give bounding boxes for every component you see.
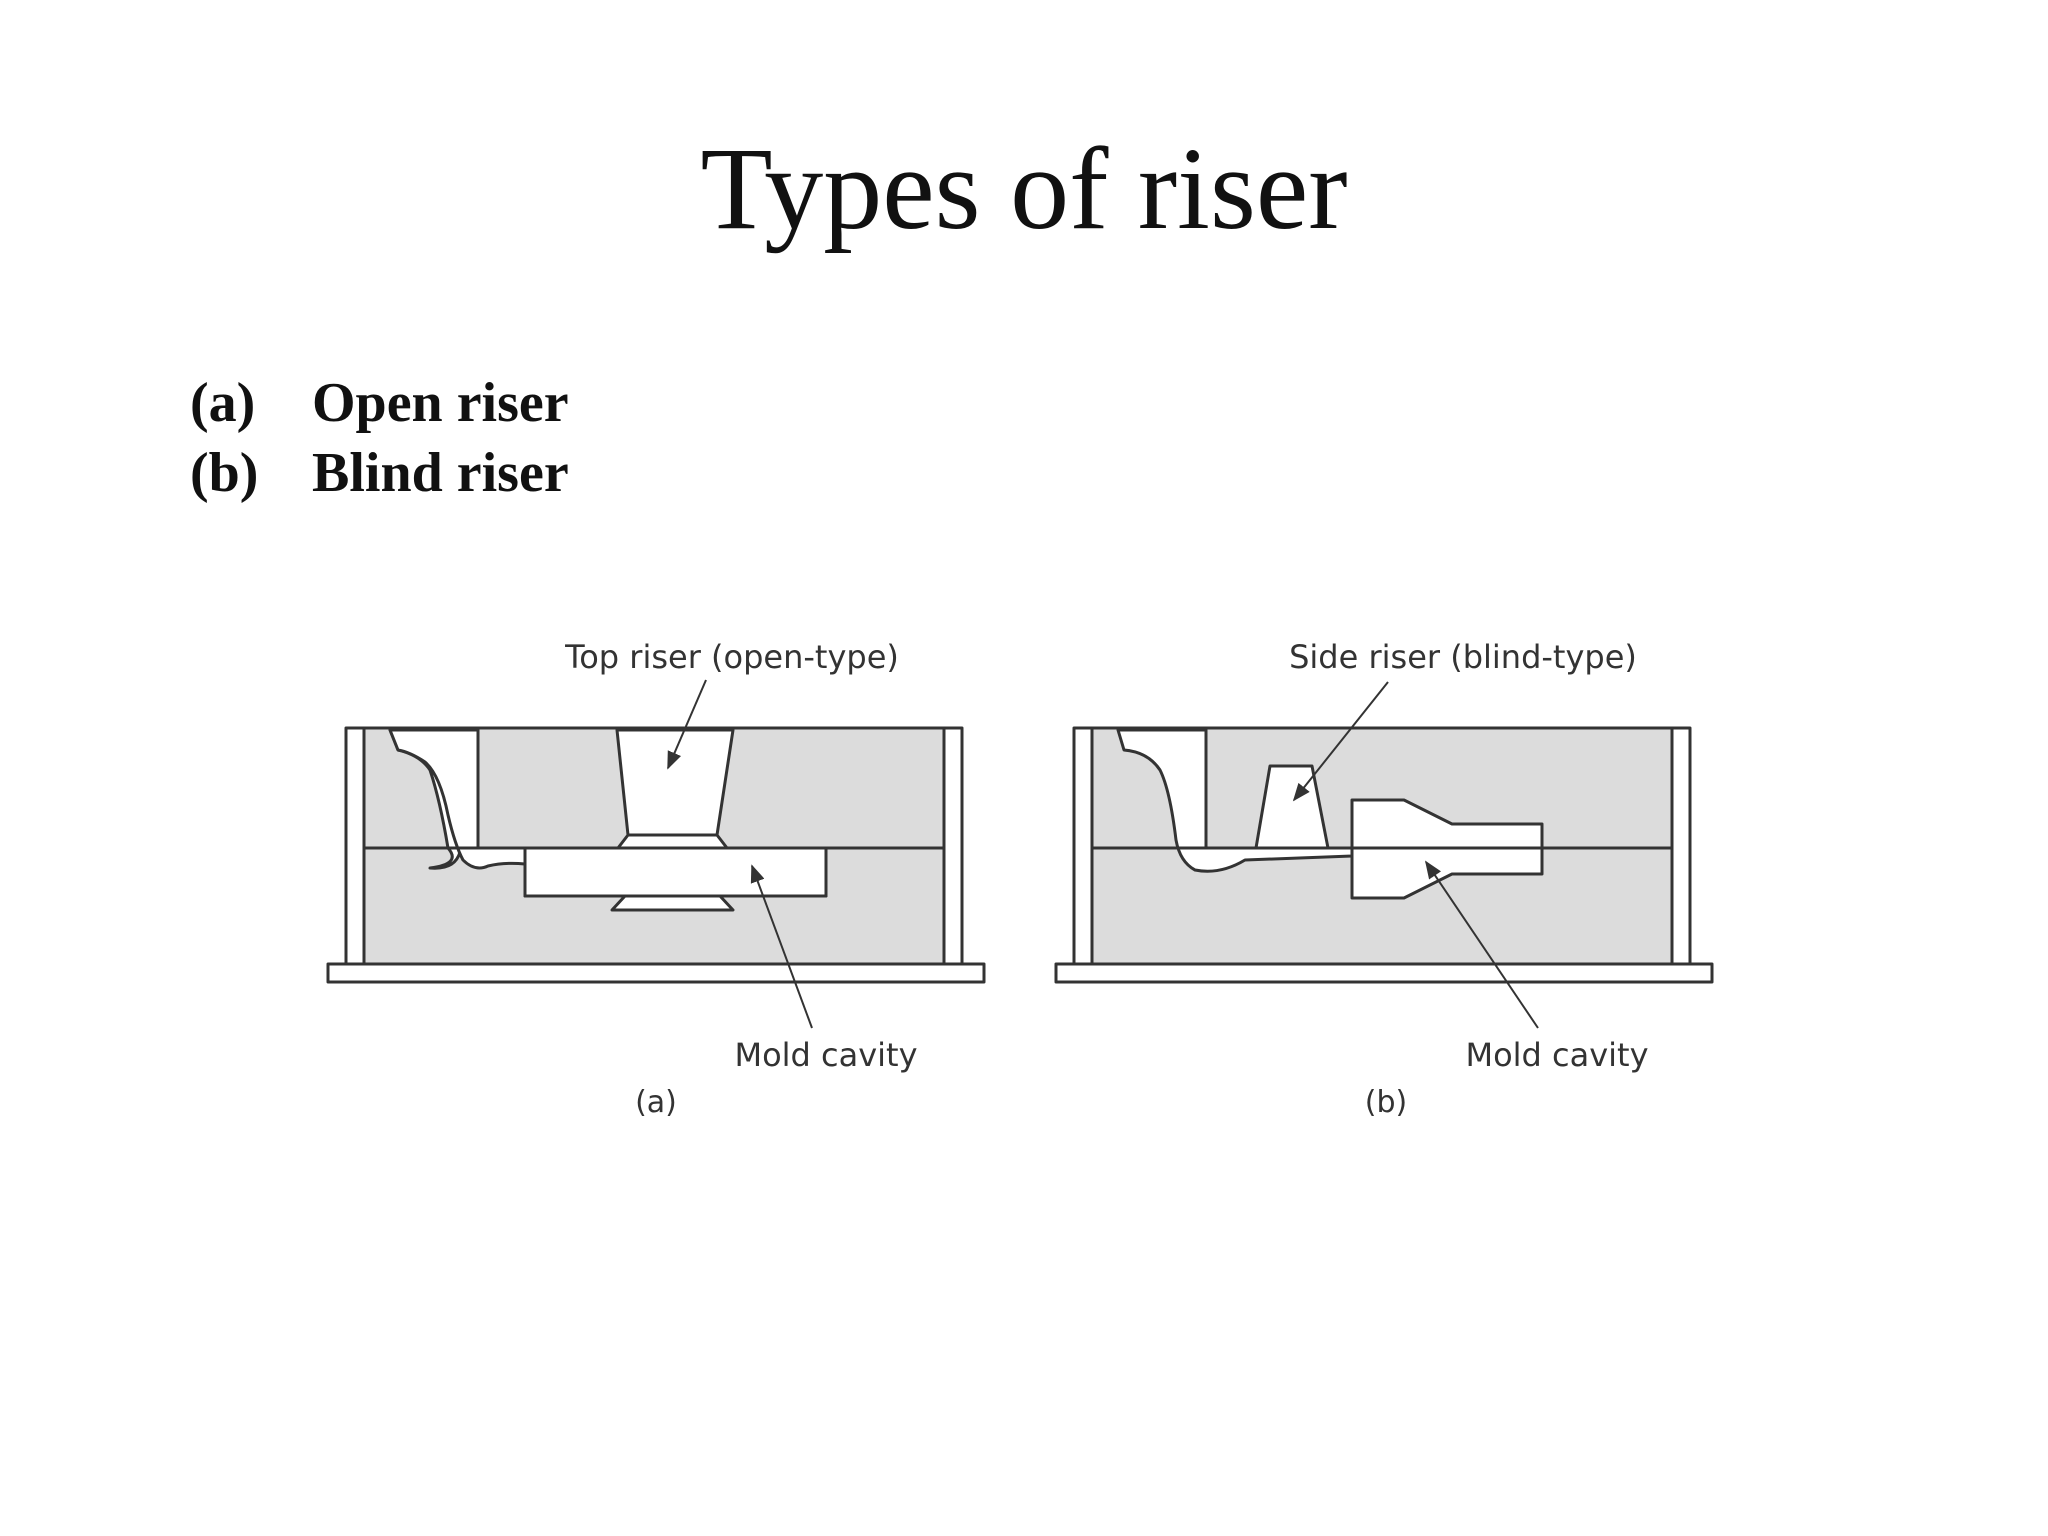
bullet-item-open-riser: (a) Open riser (190, 368, 569, 438)
caption-a: (a) (635, 1085, 677, 1120)
riser-bottom-boss (610, 894, 735, 912)
panel-b-blind-riser (1054, 726, 1714, 984)
flask-right-wall (1670, 726, 1692, 966)
leader-side-riser (1292, 681, 1389, 802)
label-mold-cavity-b: Mold cavity (1465, 1036, 1648, 1074)
bullet-list: (a) Open riser (b) Blind riser (190, 368, 569, 508)
slide-title: Types of riser (700, 123, 1348, 254)
label-side-riser: Side riser (blind-type) (1289, 638, 1637, 676)
flask-left-wall (1072, 726, 1094, 966)
leader-top-riser (667, 679, 707, 770)
flask-right-wall (942, 726, 964, 966)
panel-b-labels: Side riser (blind-type) Mold cavity (b) (1289, 638, 1648, 1120)
label-mold-cavity-a: Mold cavity (734, 1036, 917, 1074)
sprue (1116, 728, 1354, 873)
leader-mold-cavity-a (750, 864, 813, 1029)
bottom-board (326, 962, 986, 984)
bullet-text: Blind riser (312, 442, 569, 504)
bullet-marker: (a) (190, 372, 256, 434)
panel-a-labels: Top riser (open-type) Mold cavity (a) (564, 638, 917, 1120)
label-top-riser: Top riser (open-type) (564, 638, 899, 676)
flask-left-wall (344, 726, 366, 966)
panel-a-open-riser (326, 726, 986, 984)
bullet-marker: (b) (190, 442, 259, 504)
bullet-item-blind-riser: (b) Blind riser (190, 438, 569, 508)
blind-riser (1254, 764, 1330, 850)
bottom-board (1054, 962, 1714, 984)
casting-cavity (523, 846, 828, 898)
bullet-text: Open riser (312, 372, 569, 434)
leader-mold-cavity-b (1424, 860, 1539, 1029)
caption-b: (b) (1365, 1085, 1407, 1120)
